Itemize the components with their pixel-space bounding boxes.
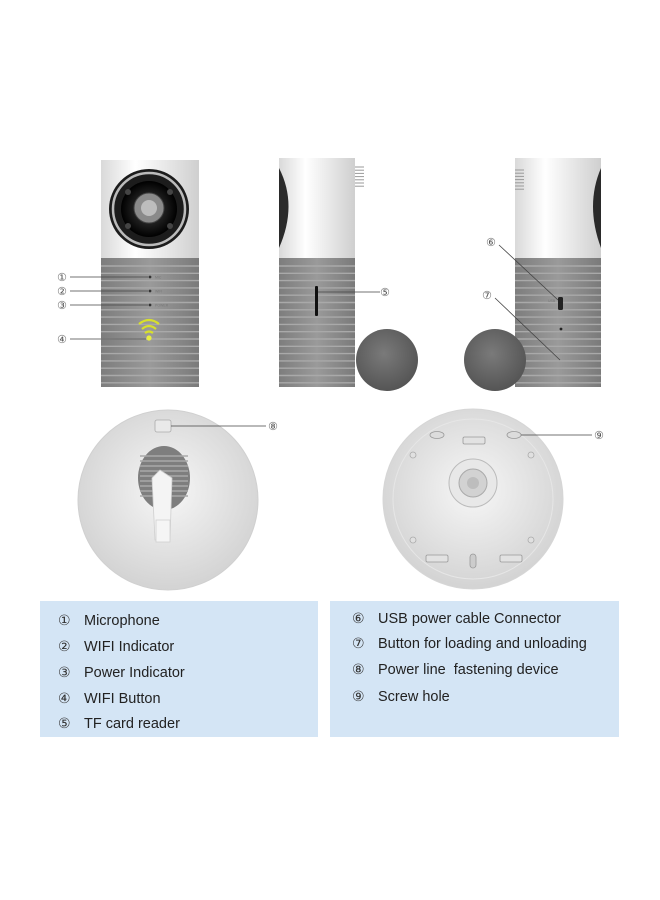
legend-label: TF card reader — [84, 716, 180, 732]
legend-num: ⑨ — [352, 689, 365, 705]
camera-front-view: MIC WIFI POWER ① ② ③ ④ — [57, 160, 199, 387]
legend-label: USB power cable Connector — [378, 611, 561, 627]
legend-item-microphone: ① Microphone — [58, 610, 160, 632]
legend-left-panel: ① Microphone ② WIFI Indicator ③ Power In… — [40, 601, 318, 737]
mount-top-view: ⑧ — [77, 409, 278, 591]
legend-item-wifi-indicator: ② WIFI Indicator — [58, 636, 174, 658]
tf-card-slot — [315, 286, 318, 316]
legend-item-tf-card-reader: ⑤ TF card reader — [58, 713, 180, 735]
screw-hole-2 — [506, 431, 522, 439]
usb-label: USB — [548, 299, 556, 303]
power-label: POWER — [155, 304, 169, 308]
legend-num: ⑦ — [352, 636, 365, 652]
legend-item-unload-button: ⑦ Button for loading and unloading — [352, 633, 587, 655]
wall-mount-disc — [356, 329, 418, 391]
callout-1: ① — [57, 271, 67, 284]
legend-num: ① — [58, 613, 71, 629]
legend-item-power-line-fastener: ⑧ Power line fastening device — [352, 659, 559, 681]
legend-label: Microphone — [84, 613, 160, 629]
callout-8: ⑧ — [268, 420, 278, 433]
callout-7: ⑦ — [482, 289, 492, 302]
legend-item-wifi-button: ④ WIFI Button — [58, 688, 161, 710]
callout-5: ⑤ — [380, 286, 390, 299]
wall-mount-disc-right — [464, 329, 526, 391]
legend-right-panel: ⑥ USB power cable Connector ⑦ Button for… — [330, 601, 619, 737]
legend-num: ④ — [58, 691, 71, 707]
legend-label: Power Indicator — [84, 665, 185, 681]
legend-num: ③ — [58, 665, 71, 681]
legend-label: Screw hole — [378, 689, 450, 705]
legend-num: ⑧ — [352, 662, 365, 678]
legend-label: Button for loading and unloading — [378, 636, 587, 652]
callout-4: ④ — [57, 333, 67, 346]
legend-item-screw-hole: ⑨ Screw hole — [352, 686, 450, 708]
legend-num: ⑥ — [352, 611, 365, 627]
unload-button — [559, 327, 563, 331]
wifi-label: WIFI — [155, 290, 162, 294]
legend-num: ⑤ — [58, 716, 71, 732]
wifi-button-icon — [138, 318, 160, 341]
legend-item-usb-connector: ⑥ USB power cable Connector — [352, 608, 561, 630]
mount-bottom-view: ⑨ — [382, 408, 604, 590]
legend-label: WIFI Button — [84, 691, 161, 707]
legend-label: WIFI Indicator — [84, 639, 175, 655]
callout-2: ② — [57, 285, 67, 298]
callout-3: ③ — [57, 299, 67, 312]
legend-label: Power line fastening device — [378, 662, 559, 678]
callout-9: ⑨ — [594, 429, 604, 442]
legend-num: ② — [58, 639, 71, 655]
power-line-fastener — [154, 419, 172, 433]
callout-6: ⑥ — [486, 236, 496, 249]
mic-label: MIC — [155, 276, 162, 280]
camera-side-view-right: USB ⑥ ⑦ — [464, 158, 601, 391]
camera-side-view-left: ⑤ — [279, 158, 418, 391]
screw-hole-1 — [429, 431, 445, 439]
usb-port — [558, 297, 563, 310]
legend-item-power-indicator: ③ Power Indicator — [58, 662, 185, 684]
